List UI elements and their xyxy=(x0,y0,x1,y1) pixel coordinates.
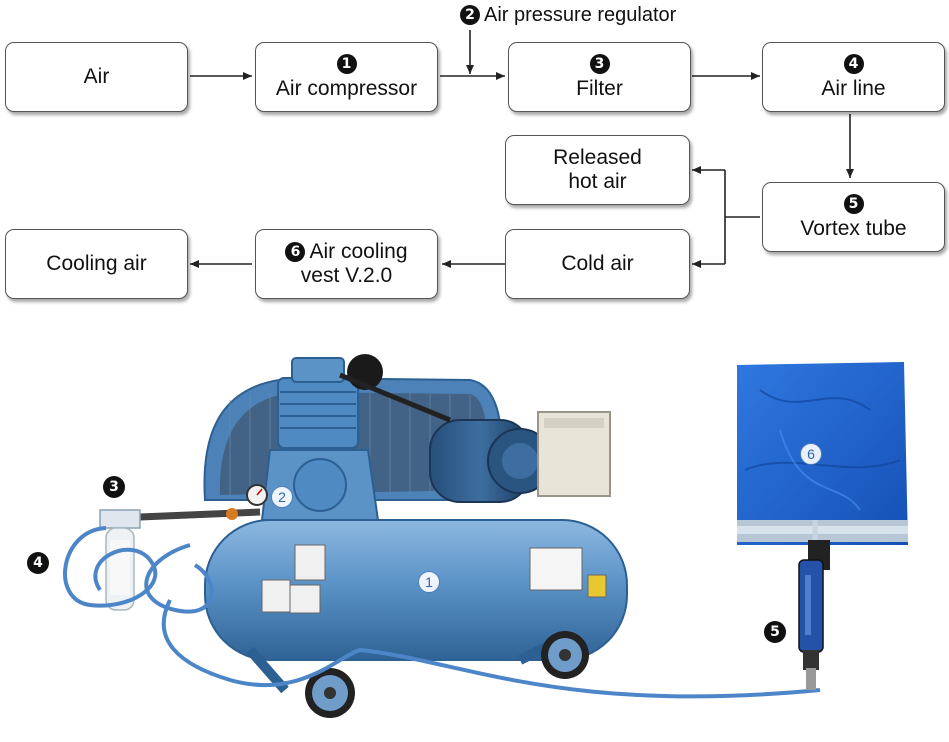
flow-arrows xyxy=(190,30,854,268)
wheel-right xyxy=(541,631,589,679)
node-air-compressor: 1 Air compressor xyxy=(255,42,438,112)
step-number-badge: 2 xyxy=(460,5,480,25)
node-vortex-tube: 5 Vortex tube xyxy=(762,182,945,252)
step-number-badge: 4 xyxy=(843,53,864,74)
node-released-hot-air: Released hot air xyxy=(505,135,690,205)
photo-marker-vest: 6 xyxy=(800,443,822,465)
node-cooling-air: Cooling air xyxy=(5,229,188,299)
photo-marker-compressor: 1 xyxy=(418,571,440,593)
photo-marker-filter: 3 xyxy=(103,476,125,498)
node-released-hot-air-label: Released hot air xyxy=(553,146,642,193)
photo-marker-regulator: 2 xyxy=(271,486,293,508)
node-filter-label: Filter xyxy=(576,76,623,100)
node-air-compressor-label: Air compressor xyxy=(275,76,418,100)
node-cold-air: Cold air xyxy=(505,229,690,299)
node-air-line-label: Air line xyxy=(821,76,886,100)
vest-fabric xyxy=(737,362,908,545)
pump-cylinder xyxy=(277,377,359,449)
step-number-badge: 1 xyxy=(336,53,357,74)
step-number-badge: 5 xyxy=(843,193,864,214)
node-vortex-tube-label: Vortex tube xyxy=(800,216,907,240)
node-air-line: 4 Air line xyxy=(762,42,945,112)
step-number-badge: 6 xyxy=(285,242,306,263)
vest-photo xyxy=(737,362,908,545)
photo-marker-air-line: 4 xyxy=(27,552,49,574)
step-number-badge: 3 xyxy=(589,53,610,74)
node-air: Air xyxy=(5,42,188,112)
photo-marker-vortex: 5 xyxy=(764,621,786,643)
filter-photo xyxy=(99,509,141,611)
vortex-tube-photo xyxy=(798,520,830,690)
node-cold-air-label: Cold air xyxy=(561,252,634,276)
node-air-cooling-vest-text: Air cooling vest V.2.0 xyxy=(300,240,408,287)
node-cooling-air-label: Cooling air xyxy=(46,252,147,276)
compressor-photo xyxy=(139,354,628,718)
regulator-text: Air pressure regulator xyxy=(484,4,677,26)
node-filter: 3 Filter xyxy=(508,42,691,112)
wheel-left xyxy=(305,668,355,718)
air-hose xyxy=(63,526,821,699)
node-air-label: Air xyxy=(83,65,110,89)
